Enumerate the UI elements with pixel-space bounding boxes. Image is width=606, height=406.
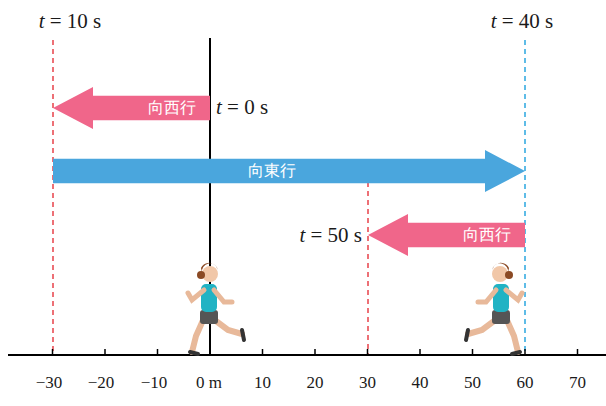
arrow-label: 向東行	[248, 161, 296, 180]
tick-label: −30	[36, 374, 63, 393]
marker-line	[524, 40, 526, 355]
time-label: t = 50 s	[299, 224, 362, 247]
tick-label: −20	[88, 374, 115, 393]
axis-ticks	[53, 349, 578, 355]
tick-label: 60	[517, 374, 534, 393]
tick-label: 0 m	[196, 374, 222, 393]
direction-arrow: 向西行	[53, 87, 210, 129]
marker-line	[52, 40, 54, 355]
direction-arrow: 向西行	[368, 214, 525, 256]
time-label: t = 0 s	[216, 96, 268, 119]
tick-label: 70	[569, 374, 586, 393]
tick-label: −10	[141, 374, 168, 393]
direction-arrow: 向東行	[53, 150, 525, 192]
tick-label: 50	[464, 374, 481, 393]
time-label: t = 10 s	[39, 10, 102, 33]
arrow-label: 向西行	[148, 98, 196, 117]
tick-label: 30	[359, 374, 376, 393]
runner-figure	[188, 263, 244, 354]
tick-label: 20	[307, 374, 324, 393]
tick-label: 40	[412, 374, 429, 393]
runner-figure	[466, 263, 522, 354]
time-label: t = 40 s	[491, 10, 554, 33]
arrow-label: 向西行	[463, 225, 511, 244]
tick-label: 10	[254, 374, 271, 393]
marker-line	[367, 182, 369, 355]
